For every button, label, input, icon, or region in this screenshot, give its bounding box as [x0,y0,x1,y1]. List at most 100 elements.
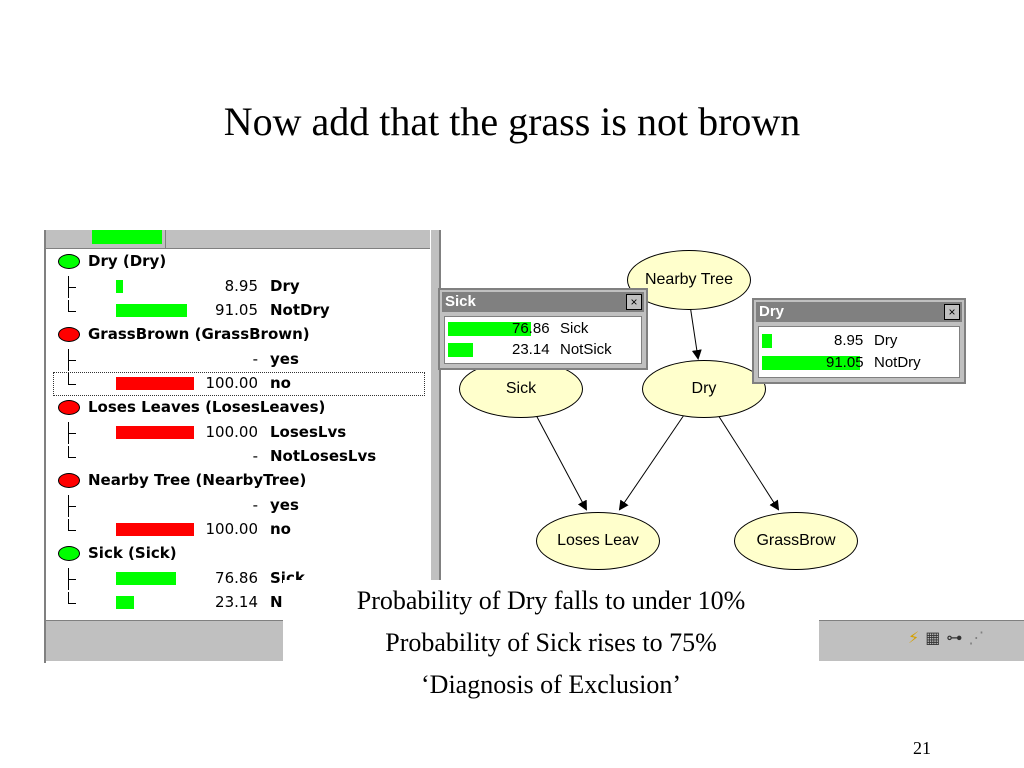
graph-node-dry[interactable]: Dry [642,360,766,418]
monitor-value: 76.86 [512,320,550,337]
tree-node-label: Nearby Tree (NearbyTree) [88,471,307,489]
tree-connector [64,495,76,517]
probability-value: 23.14 [215,593,258,611]
probability-value: 100.00 [205,374,259,392]
top-strip [46,230,430,249]
tree-connector [64,422,76,444]
state-name: NotLosesLvs [270,447,377,465]
edge-sick-losesleaves [535,414,587,511]
node-status-dot [58,327,80,342]
state-name: yes [270,350,299,368]
monitor-body: 8.95 Dry 91.05 NotDry [758,326,960,378]
tree-node-label: Dry (Dry) [88,252,167,270]
tree-connector [64,519,76,541]
caption-line: Probability of Dry falls to under 10% [356,586,746,615]
resize-grip-icon[interactable]: ⋰ [968,628,985,647]
tree-connector [64,300,76,322]
monitor-row: 76.86 Sick [448,320,638,338]
node-status-dot [58,254,80,269]
probability-bar [116,572,176,585]
probability-value: 76.86 [215,569,258,587]
tree-node-label: Loses Leaves (LosesLeaves) [88,398,326,416]
monitor-state-name: NotSick [560,341,612,358]
monitor-state-name: Dry [874,332,898,349]
lightning-icon[interactable]: ⚡ [908,628,920,647]
state-name: LosesLvs [270,423,347,441]
node-status-dot [58,400,80,415]
monitor-close-button[interactable]: × [944,304,960,320]
state-name: NotDry [270,301,330,319]
monitor-bar [762,356,860,370]
top-strip-separator [165,230,166,248]
probability-bar [116,377,194,390]
probability-value: - [252,496,258,514]
slide-caption: Probability of Dry falls to under 10% Pr… [283,580,819,710]
monitor-row: 91.05 NotDry [762,354,956,372]
graph-node-grass-brown[interactable]: GrassBrow [734,512,858,570]
tree-node-nearbytree[interactable]: Nearby Tree (NearbyTree) [58,471,306,493]
caption-line: ‘Diagnosis of Exclusion’ [421,670,681,699]
dry-monitor-window[interactable]: Dry × 8.95 Dry 91.05 NotDry [752,298,966,384]
netica-window: Dry (Dry) 8.95 Dry 91.05 NotDry GrassBro… [44,230,1024,663]
probability-value: 100.00 [205,423,259,441]
tree-connector [64,276,76,298]
status-icons: ⚡ ▦ ⊶ ⋰ [908,628,990,647]
tree-connector [64,373,76,395]
monitor-state-name: NotDry [874,354,921,371]
monitor-value: 23.14 [512,341,550,358]
monitor-row: 23.14 NotSick [448,341,638,359]
edge-dry-losesleaves [618,414,685,511]
monitor-bar [448,343,473,357]
tree-state-row-selected[interactable]: 100.00 no [53,372,425,396]
network-graph[interactable]: Nearby Tree Sick Dry Loses Leav GrassBro… [438,230,1024,620]
tree-connector [64,446,76,468]
probability-bar [116,280,123,293]
tree-state-row[interactable]: 100.00 no [64,519,426,541]
tree-connector [64,592,76,614]
tree-state-row[interactable]: - NotLosesLvs [64,446,426,468]
probability-value: 8.95 [224,277,258,295]
pane-splitter[interactable] [430,230,441,620]
tree-state-row[interactable]: - yes [64,349,426,371]
probability-bar [116,596,134,609]
edge-dry-grassbrown [717,414,780,511]
tree-state-row[interactable]: 91.05 NotDry [64,300,426,322]
page-number: 21 [913,738,931,758]
state-name: yes [270,496,299,514]
probability-bar [116,304,187,317]
probability-value: 91.05 [215,301,258,319]
monitor-body: 76.86 Sick 23.14 NotSick [444,316,642,364]
tree-node-sick[interactable]: Sick (Sick) [58,544,177,566]
probability-value: - [252,350,258,368]
node-status-dot [58,546,80,561]
network-icon[interactable]: ⊶ [946,628,963,647]
monitor-title[interactable]: Dry [756,302,962,322]
monitor-bar [762,334,772,348]
graph-edges [535,304,780,511]
slide-title: Now add that the grass is not brown [223,99,801,144]
monitor-value: 91.05 [826,354,864,371]
tree-node-losesleaves[interactable]: Loses Leaves (LosesLeaves) [58,398,325,420]
monitor-value: 8.95 [834,332,864,349]
caption-line: Probability of Sick rises to 75% [385,628,717,657]
sick-monitor-window[interactable]: Sick × 76.86 Sick 23.14 NotSick [438,288,648,370]
monitor-close-button[interactable]: × [626,294,642,310]
state-name: Dry [270,277,300,295]
monitor-state-name: Sick [560,320,589,337]
tree-state-row[interactable]: 8.95 Dry [64,276,426,298]
state-name: no [270,374,291,392]
probability-value: - [252,447,258,465]
probability-value: 100.00 [205,520,259,538]
grid-icon[interactable]: ▦ [925,628,941,647]
tree-pane[interactable]: Dry (Dry) 8.95 Dry 91.05 NotDry GrassBro… [46,230,431,620]
tree-node-label: Sick (Sick) [88,544,177,562]
graph-node-loses-leaves[interactable]: Loses Leav [536,512,660,570]
monitor-title[interactable]: Sick [442,292,644,312]
tree-node-dry[interactable]: Dry (Dry) [58,252,166,274]
tree-node-grassbrown[interactable]: GrassBrown (GrassBrown) [58,325,310,347]
monitor-bar [448,322,531,336]
tree-state-row[interactable]: - yes [64,495,426,517]
tree-connector [64,349,76,371]
tree-state-row[interactable]: 100.00 LosesLvs [64,422,426,444]
node-status-dot [58,473,80,488]
